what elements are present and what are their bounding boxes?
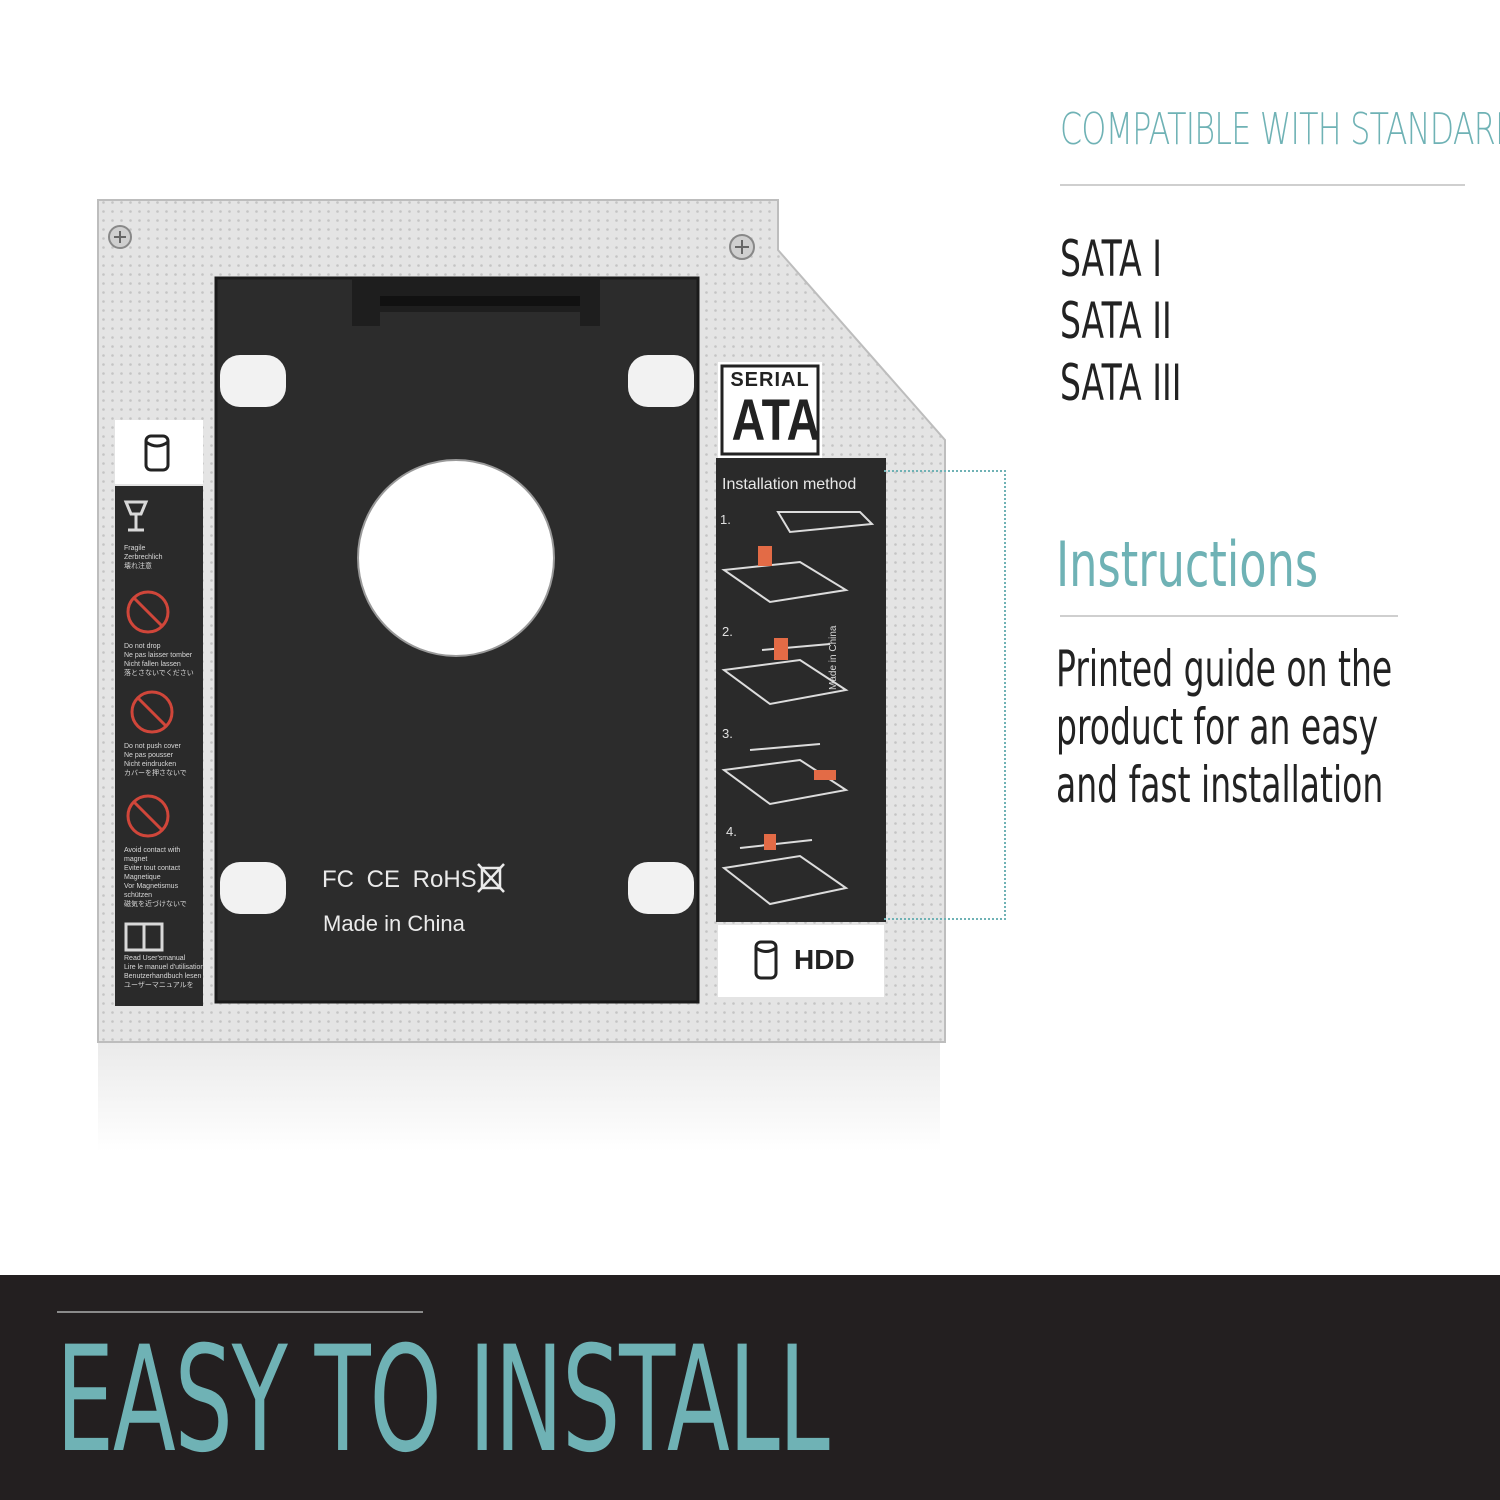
installation-method-label: Installation method xyxy=(722,476,857,493)
mount-slot xyxy=(220,862,286,914)
install-step-drawing xyxy=(721,511,875,906)
screw-icon xyxy=(108,225,132,249)
sata-item: SATA I xyxy=(1060,230,1162,288)
made-in-china-label: Made in China xyxy=(323,911,465,936)
mount-slot xyxy=(220,355,286,407)
install-arrow-icon xyxy=(758,546,836,850)
hdd-cylinder-icon xyxy=(754,940,778,980)
divider xyxy=(1060,184,1465,186)
cert-marks: FC CE RoHS xyxy=(322,866,477,893)
banner-title: EASY TO INSTALL xyxy=(56,1315,830,1485)
divider xyxy=(1060,615,1398,617)
mount-slot xyxy=(628,355,694,407)
mount-slot xyxy=(628,862,694,914)
no-push-icon xyxy=(130,690,174,734)
hdd-cylinder-icon xyxy=(144,434,170,472)
no-magnet-icon xyxy=(126,794,170,838)
instructions-line: and fast installation xyxy=(1056,756,1384,814)
sata-item: SATA II xyxy=(1060,292,1172,350)
step-number: 2. xyxy=(722,624,733,639)
screw-icon xyxy=(729,234,755,260)
hdd-label: HDD xyxy=(794,944,855,975)
instructions-text: Printed guide on the product for an easy… xyxy=(1056,640,1500,814)
instructions-line: Printed guide on the xyxy=(1056,640,1393,698)
serial-ata-logo-bg xyxy=(718,362,822,458)
install-guide-sticker xyxy=(716,458,886,922)
instructions-line: product for an easy xyxy=(1056,698,1379,756)
step-number: 1. xyxy=(720,512,731,527)
compat-title: COMPATIBLE WITH STANDARD xyxy=(1060,104,1500,155)
step-number: 4. xyxy=(726,824,737,839)
sata-list: SATA I SATA II SATA III xyxy=(1060,228,1244,414)
step-number: 3. xyxy=(722,726,733,741)
hdd-label-bg xyxy=(718,925,884,997)
weee-bin-icon xyxy=(477,863,505,893)
caddy-reflection xyxy=(98,1042,940,1152)
serial-label: SERIAL xyxy=(730,369,810,391)
made-in-china-vertical: Made in China xyxy=(828,625,839,690)
center-hole xyxy=(357,459,555,657)
sata-item: SATA III xyxy=(1060,354,1182,412)
left-sticker-top xyxy=(115,420,203,484)
dotted-callout-bracket xyxy=(884,470,1006,920)
instructions-title: Instructions xyxy=(1056,528,1319,601)
banner-divider xyxy=(57,1311,423,1313)
left-sticker-warnings xyxy=(115,486,203,1006)
ata-label: ATA xyxy=(731,388,821,453)
manual-icon xyxy=(124,922,164,952)
glass-icon xyxy=(123,500,149,532)
no-drop-icon xyxy=(126,590,170,634)
